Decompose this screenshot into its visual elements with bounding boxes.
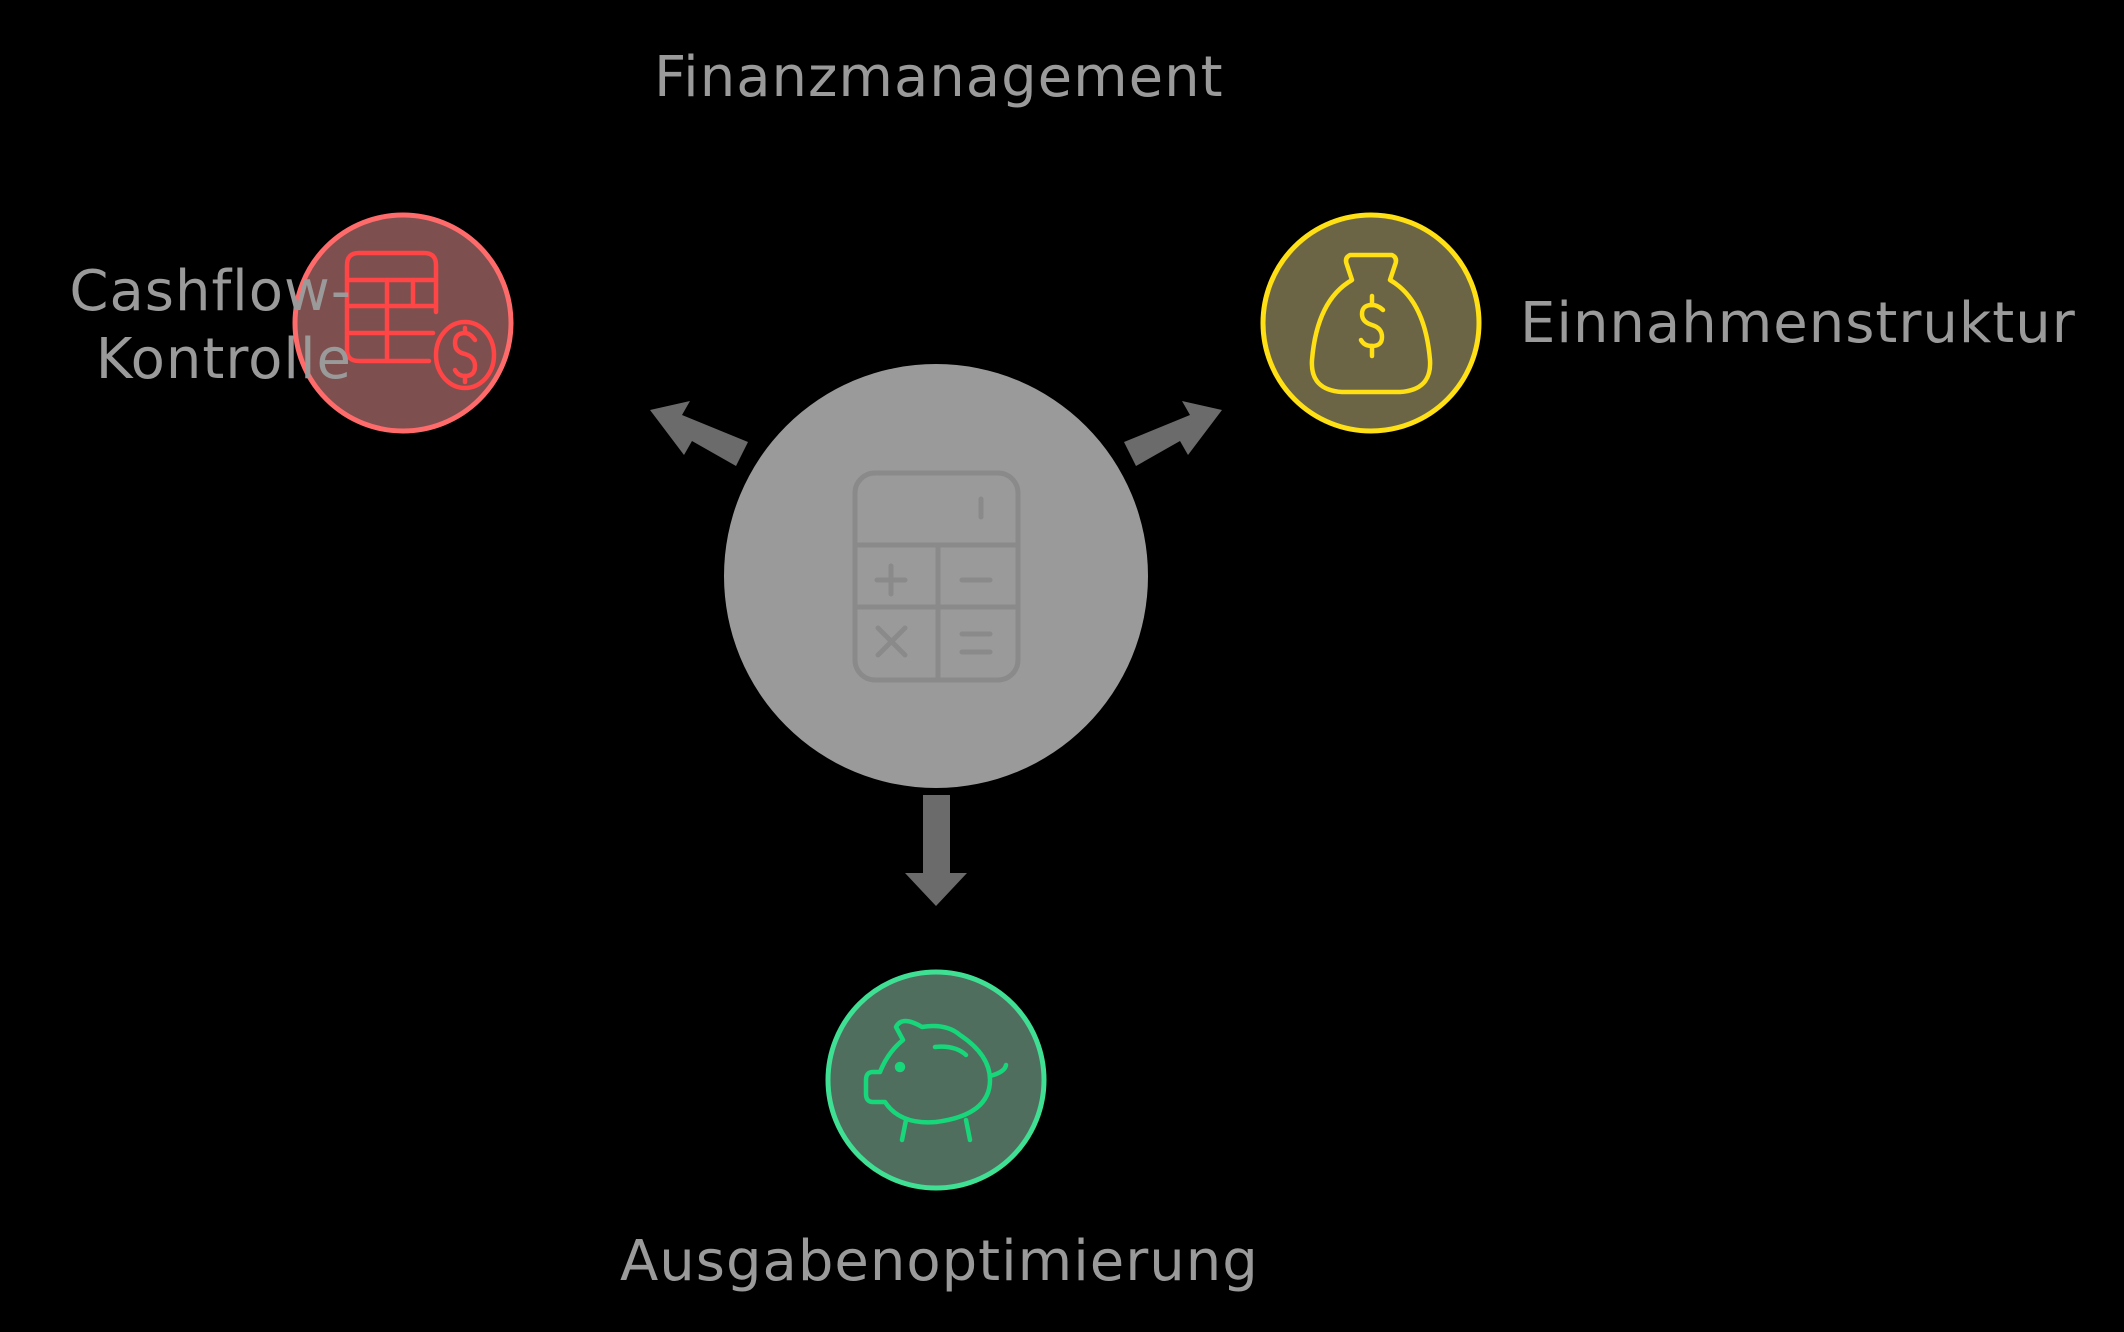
einnahmen-label: Einnahmenstruktur: [1520, 291, 2076, 356]
arrow-to-ausgaben: [905, 795, 967, 906]
piggy-bank-icon: [863, 1018, 1009, 1143]
cashflow-label-line1: Cashflow-: [69, 259, 352, 324]
arrow-to-einnahmen: [1124, 401, 1222, 466]
calculator-icon: [852, 470, 1021, 683]
ausgaben-label: Ausgabenoptimierung: [620, 1229, 1259, 1294]
arrow-to-cashflow: [650, 401, 748, 466]
ausgaben-node: [825, 969, 1047, 1191]
money-bag-icon: [1309, 252, 1433, 395]
einnahmen-node: [1260, 212, 1482, 434]
cashflow-label: Cashflow- Kontrolle: [40, 258, 352, 394]
cashflow-node: [292, 212, 514, 434]
arrows: [650, 401, 1222, 906]
diagram-title: Finanzmanagement: [654, 45, 1224, 110]
spreadsheet-dollar-icon: [344, 250, 497, 391]
center-node: [724, 364, 1148, 788]
cashflow-label-line2: Kontrolle: [95, 327, 352, 392]
